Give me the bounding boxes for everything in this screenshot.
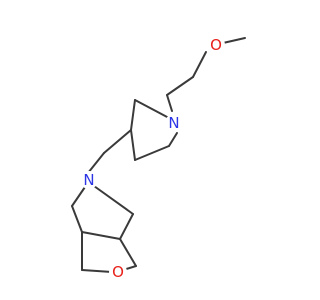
oxygen-label-methoxy: O [210, 36, 222, 54]
bond-linker-b [87, 152, 105, 174]
bond-methyl-o [222, 37, 246, 44]
bond-ring2-e [93, 185, 134, 215]
molecule-structure: O N N O [71, 36, 246, 281]
bond-ring2-d [119, 213, 134, 240]
bond-ch2-ch2 [166, 76, 194, 96]
bond-ring3-b [81, 269, 113, 273]
bond-ring1-b [130, 99, 136, 131]
nitrogen-atom-spiro: N [80, 171, 98, 189]
bond-ch2-n [166, 94, 173, 112]
bond-ring1-d [134, 145, 170, 161]
bond-ring2-b [71, 205, 83, 233]
bond-linker-a [103, 129, 132, 154]
bond-ring2-a [71, 186, 86, 207]
bond-ring1-c [130, 129, 136, 161]
oxygen-atom-oxane: O [109, 263, 127, 281]
bond-o-ch2 [192, 51, 207, 78]
bond-ring3-d [119, 238, 137, 267]
bond-ring1-a [134, 99, 170, 119]
oxygen-atom-methoxy: O [207, 36, 225, 54]
nitrogen-label-spiro: N [83, 171, 94, 189]
bond-ring1-e [168, 132, 178, 147]
nitrogen-label-piperidine: N [168, 114, 179, 132]
bond-ring2-c [81, 231, 121, 240]
nitrogen-atom-piperidine: N [165, 114, 183, 132]
oxygen-label-oxane: O [112, 263, 124, 281]
